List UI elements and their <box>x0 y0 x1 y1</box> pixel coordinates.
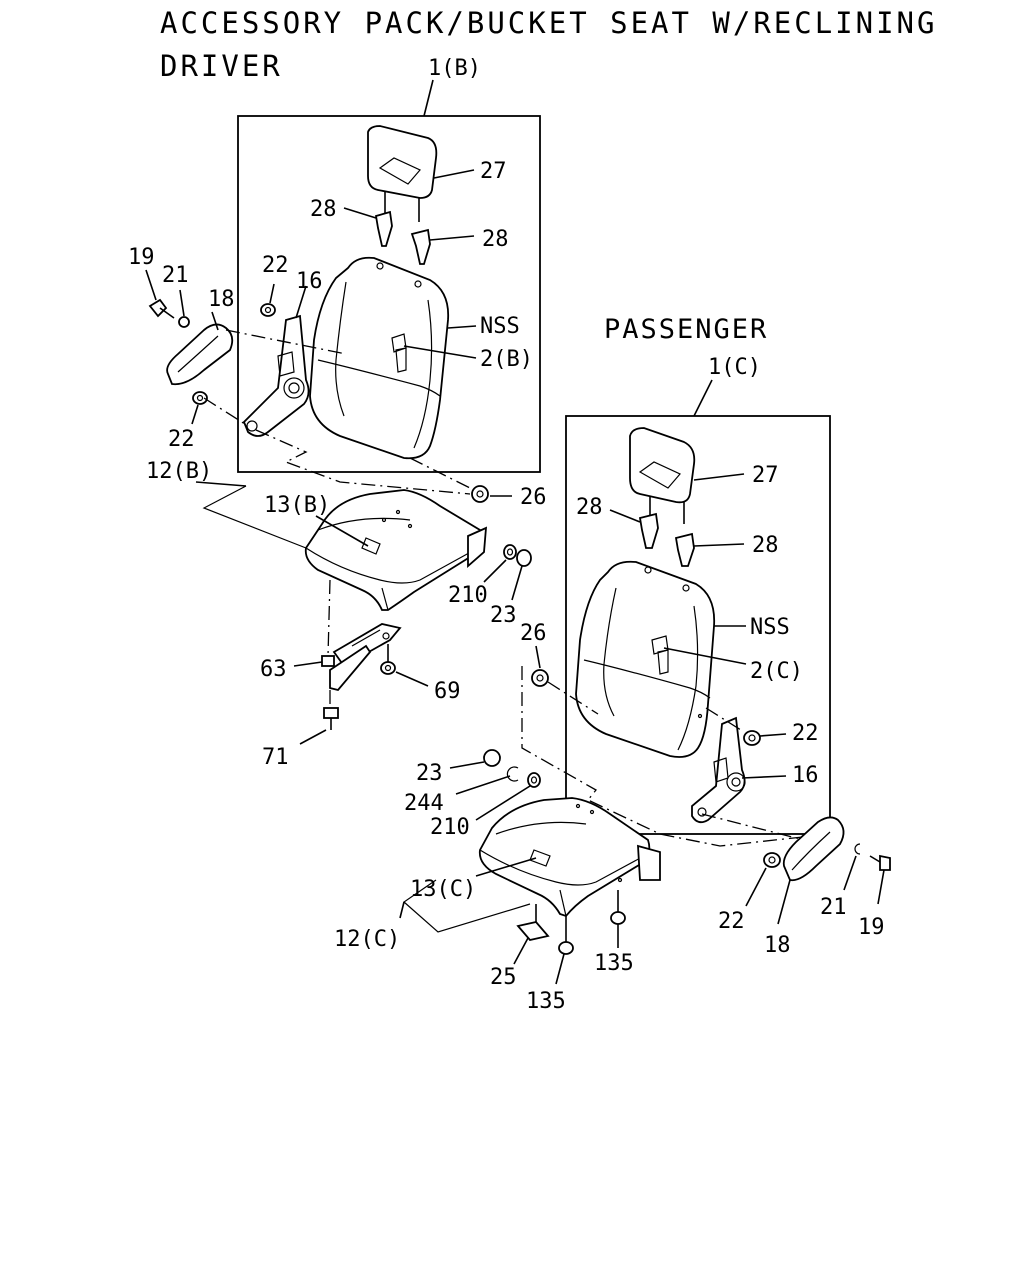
passenger-label-28-right: 28 <box>752 533 779 558</box>
driver-label-26: 26 <box>520 485 547 510</box>
passenger-nut-22-upper <box>743 730 761 746</box>
passenger-label-210: 210 <box>430 815 470 840</box>
passenger-washer-210 <box>527 772 541 788</box>
passenger-bushing-26 <box>531 669 549 687</box>
driver-seat-group: 1(B) 27 28 28 <box>128 56 547 770</box>
driver-label-28-left: 28 <box>310 197 337 222</box>
driver-guide-right <box>410 228 431 265</box>
driver-label-16: 16 <box>296 269 323 294</box>
driver-label-22-upper: 22 <box>262 253 289 278</box>
driver-label-13b: 13(B) <box>264 493 330 518</box>
passenger-nut-22-lower <box>763 852 781 868</box>
driver-label-1b: 1(B) <box>428 56 481 81</box>
driver-label-63: 63 <box>260 657 287 682</box>
passenger-label-12c: 12(C) <box>334 927 400 952</box>
passenger-nut-135-right <box>610 911 626 925</box>
passenger-label-2c: 2(C) <box>750 659 803 684</box>
driver-guide-left <box>374 210 393 247</box>
passenger-label-22-lower: 22 <box>718 909 745 934</box>
passenger-label-26: 26 <box>520 621 547 646</box>
passenger-seat-group: 1(C) 27 28 28 <box>334 355 891 1014</box>
passenger-cushion-frame-12c <box>403 879 531 933</box>
passenger-seatback-frame <box>565 415 831 835</box>
driver-cap-23 <box>516 549 532 567</box>
passenger-guide-left <box>638 512 659 549</box>
driver-label-12b: 12(B) <box>146 459 212 484</box>
passenger-seat-cushion <box>478 797 661 918</box>
diagram-title: ACCESSORY PACK/BUCKET SEAT W/RECLINING <box>160 6 937 40</box>
passenger-nut-135-left <box>558 941 574 955</box>
passenger-label-25: 25 <box>490 965 517 990</box>
driver-seatback-frame <box>237 115 541 473</box>
passenger-recliner <box>691 716 746 824</box>
passenger-label-19: 19 <box>858 915 885 940</box>
passenger-label-16: 16 <box>792 763 819 788</box>
passenger-label-28-left: 28 <box>576 495 603 520</box>
driver-bushing-26 <box>471 485 489 503</box>
driver-washer-210 <box>503 544 517 560</box>
driver-nut-22-lower <box>192 391 208 405</box>
driver-label-19: 19 <box>128 245 155 270</box>
driver-cover-18 <box>166 323 234 386</box>
driver-washer-21 <box>178 316 190 328</box>
passenger-screw-19 <box>869 854 891 871</box>
driver-headrest <box>367 125 438 222</box>
passenger-label-135-right: 135 <box>594 951 634 976</box>
passenger-label-18: 18 <box>764 933 791 958</box>
driver-seat-cushion <box>304 489 488 611</box>
passenger-heading: PASSENGER <box>604 314 768 345</box>
passenger-label-27: 27 <box>752 463 779 488</box>
passenger-label-1c: 1(C) <box>708 355 761 380</box>
driver-label-18: 18 <box>208 287 235 312</box>
passenger-cap-23 <box>483 749 501 767</box>
driver-bolt-71 <box>323 707 339 730</box>
passenger-washer-244 <box>506 766 519 782</box>
passenger-label-23: 23 <box>416 761 443 786</box>
driver-screw-19 <box>148 298 175 319</box>
passenger-cover-18 <box>782 816 845 882</box>
driver-label-71: 71 <box>262 745 289 770</box>
driver-cushion-frame-12b <box>202 485 307 549</box>
driver-label-210: 210 <box>448 583 488 608</box>
passenger-label-21: 21 <box>820 895 847 920</box>
driver-recliner <box>242 314 310 437</box>
passenger-seatback <box>575 560 716 758</box>
driver-adjuster-63 <box>321 623 402 692</box>
passenger-label-nss: NSS <box>750 615 790 640</box>
passenger-label-13c: 13(C) <box>410 877 476 902</box>
passenger-washer-21 <box>854 843 861 855</box>
driver-nut-69 <box>380 661 396 675</box>
driver-label-21: 21 <box>162 263 189 288</box>
passenger-guide-right <box>674 532 695 567</box>
driver-label-nss: NSS <box>480 314 520 339</box>
passenger-label-135-left: 135 <box>526 989 566 1014</box>
driver-label-23: 23 <box>490 603 517 628</box>
driver-label-69: 69 <box>434 679 461 704</box>
passenger-headrest <box>629 427 696 524</box>
driver-nut-22-upper <box>260 303 276 317</box>
passenger-bracket-25 <box>516 921 550 941</box>
driver-label-2b: 2(B) <box>480 347 533 372</box>
driver-seatback <box>309 256 450 460</box>
driver-label-27: 27 <box>480 159 507 184</box>
passenger-label-22-upper: 22 <box>792 721 819 746</box>
driver-label-22-lower: 22 <box>168 427 195 452</box>
driver-heading: DRIVER <box>160 49 283 83</box>
passenger-label-244: 244 <box>404 791 444 816</box>
driver-label-28-right: 28 <box>482 227 509 252</box>
